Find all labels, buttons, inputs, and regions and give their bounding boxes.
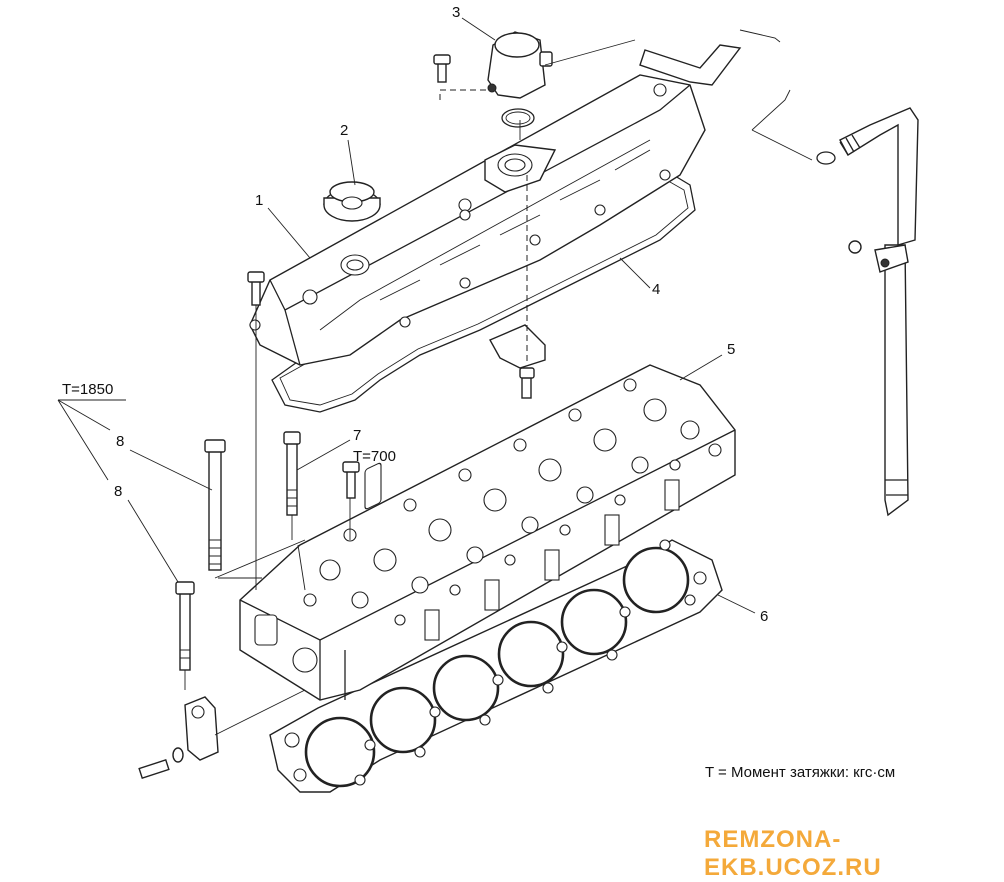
label-8a: 8 bbox=[116, 433, 124, 450]
cylinder-head bbox=[239, 364, 736, 701]
head-bolts bbox=[175, 54, 535, 671]
breather-hoses bbox=[639, 44, 919, 517]
oil-filler-cap bbox=[323, 181, 381, 222]
label-2: 2 bbox=[340, 122, 348, 139]
label-7: 7 bbox=[353, 427, 361, 444]
label-1: 1 bbox=[255, 192, 263, 209]
exploded-view-diagram: 2 3 1 4 5 6 7 T=700 8 8 T=1850 bbox=[57, 4, 919, 793]
bracket bbox=[489, 324, 546, 369]
label-4: 4 bbox=[652, 281, 660, 298]
label-8b: 8 bbox=[114, 483, 122, 500]
torque-bolt-7: T=700 bbox=[353, 448, 396, 465]
watermark: REMZONA-EKB.UCOZ.RU bbox=[704, 826, 882, 881]
lifting-eye bbox=[138, 696, 219, 779]
label-5: 5 bbox=[727, 341, 735, 358]
leader-lines bbox=[57, 17, 756, 614]
torque-legend: T = Момент затяжки: кгс·см bbox=[705, 764, 896, 781]
valve-ports bbox=[303, 378, 722, 626]
torque-main-bolts: T=1850 bbox=[62, 381, 113, 398]
label-3: 3 bbox=[452, 4, 460, 21]
valve-cover bbox=[249, 74, 706, 366]
label-6: 6 bbox=[760, 608, 768, 625]
guide-lines bbox=[184, 29, 813, 736]
pcv-valve bbox=[487, 31, 553, 128]
head-gasket bbox=[269, 539, 723, 793]
